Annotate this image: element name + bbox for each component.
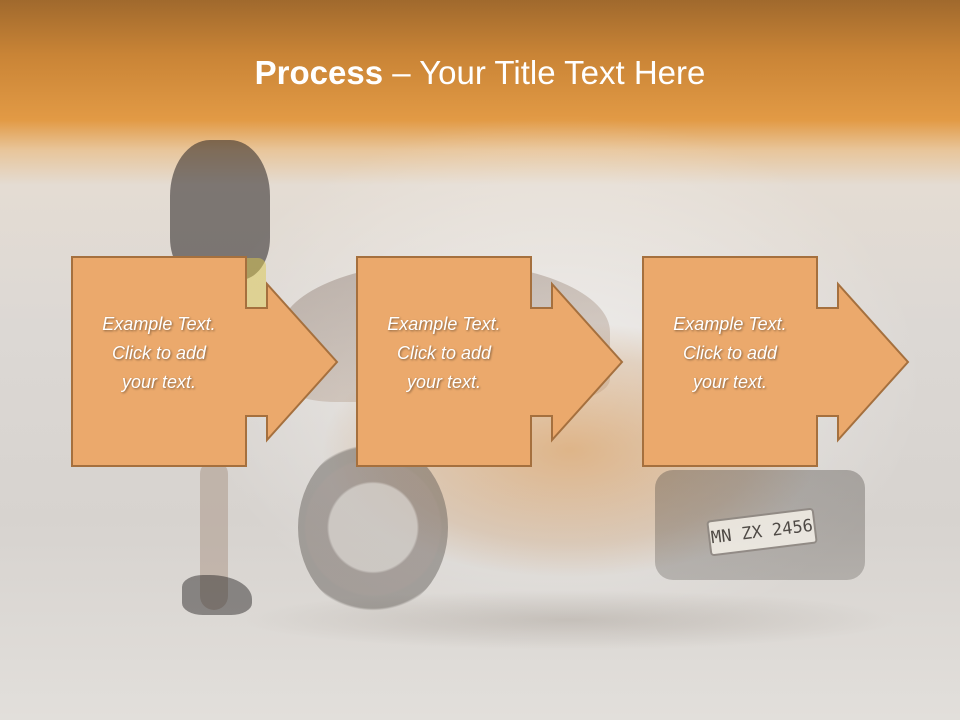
title-rest-part: – Your Title Text Here bbox=[383, 54, 706, 91]
arrow-box-shape bbox=[71, 256, 339, 467]
slide-title[interactable]: Process – Your Title Text Here bbox=[0, 54, 960, 92]
process-step-2[interactable]: Example Text. Click to add your text. bbox=[356, 256, 626, 468]
step-text-line: your text. bbox=[692, 372, 768, 392]
process-step-3[interactable]: Example Text. Click to add your text. bbox=[642, 256, 912, 468]
step-text-line: Example Text. bbox=[387, 314, 501, 334]
step-text: Example Text. Click to add your text. bbox=[356, 310, 532, 397]
person-leg bbox=[200, 460, 228, 610]
arrow-box-shape bbox=[642, 256, 910, 467]
step-text-line: Example Text. bbox=[673, 314, 787, 334]
step-text-line: Example Text. bbox=[102, 314, 216, 334]
process-step-1[interactable]: Example Text. Click to add your text. bbox=[71, 256, 341, 468]
person-shoe bbox=[182, 575, 252, 615]
title-bold-part: Process bbox=[254, 54, 384, 91]
step-text: Example Text. Click to add your text. bbox=[642, 310, 818, 397]
step-text-line: your text. bbox=[406, 372, 482, 392]
car-wheel bbox=[298, 440, 448, 615]
step-text-line: Click to add bbox=[111, 343, 207, 363]
arrow-box-shape bbox=[356, 256, 624, 467]
step-text-line: Click to add bbox=[396, 343, 492, 363]
step-text-line: your text. bbox=[121, 372, 197, 392]
step-text: Example Text. Click to add your text. bbox=[71, 310, 247, 397]
step-text-line: Click to add bbox=[682, 343, 778, 363]
